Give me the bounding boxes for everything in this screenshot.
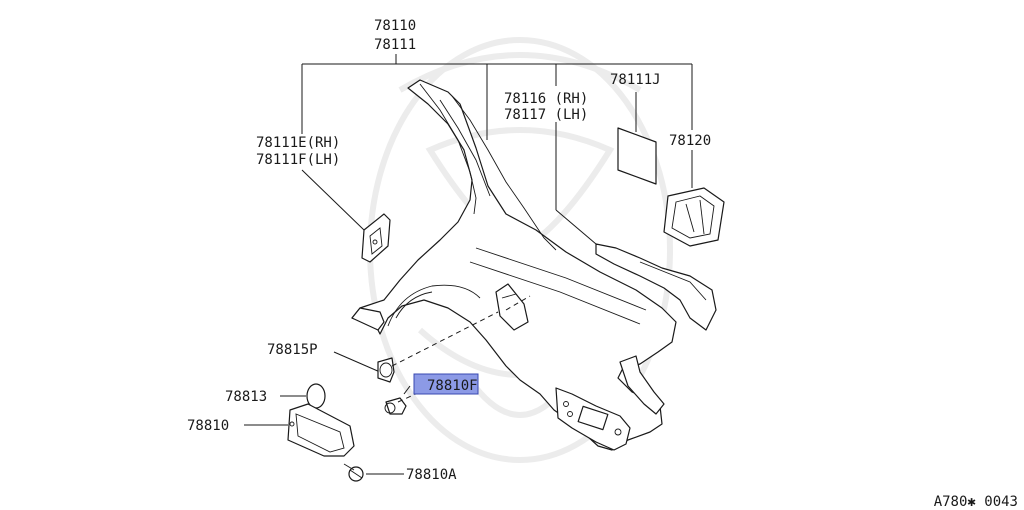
fuel-lid-78810 [287,403,355,457]
rear-quarter-panel [351,79,717,451]
label-78120[interactable]: 78120 [669,133,711,149]
label-patch-78111j [617,127,657,185]
label-78110[interactable]: 78110 [374,18,416,34]
label-78815p[interactable]: 78815P [267,342,318,358]
grommet-78810f [384,397,407,415]
label-78813[interactable]: 78813 [225,389,267,405]
label-78111e[interactable]: 78111E(RH) [256,135,340,151]
bracket-78111e [361,213,391,263]
highlight-78810f [413,373,479,395]
label-78810f[interactable]: 78810F [427,378,478,394]
label-78111[interactable]: 78111 [374,37,416,53]
label-78111j[interactable]: 78111J [610,72,661,88]
leader-lines [244,54,693,475]
label-78116[interactable]: 78116 (RH) [504,91,588,107]
label-78810a[interactable]: 78810A [406,467,457,483]
screw-78810a [343,463,364,482]
label-78810[interactable]: 78810 [187,418,229,434]
label-78117[interactable]: 78117 (LH) [504,107,588,123]
ventilator-78120 [663,187,725,247]
diagram-code: A780✱ 0043 [934,494,1018,510]
bumper-78815p [377,357,395,383]
label-78111f[interactable]: 78111F(LH) [256,152,340,168]
